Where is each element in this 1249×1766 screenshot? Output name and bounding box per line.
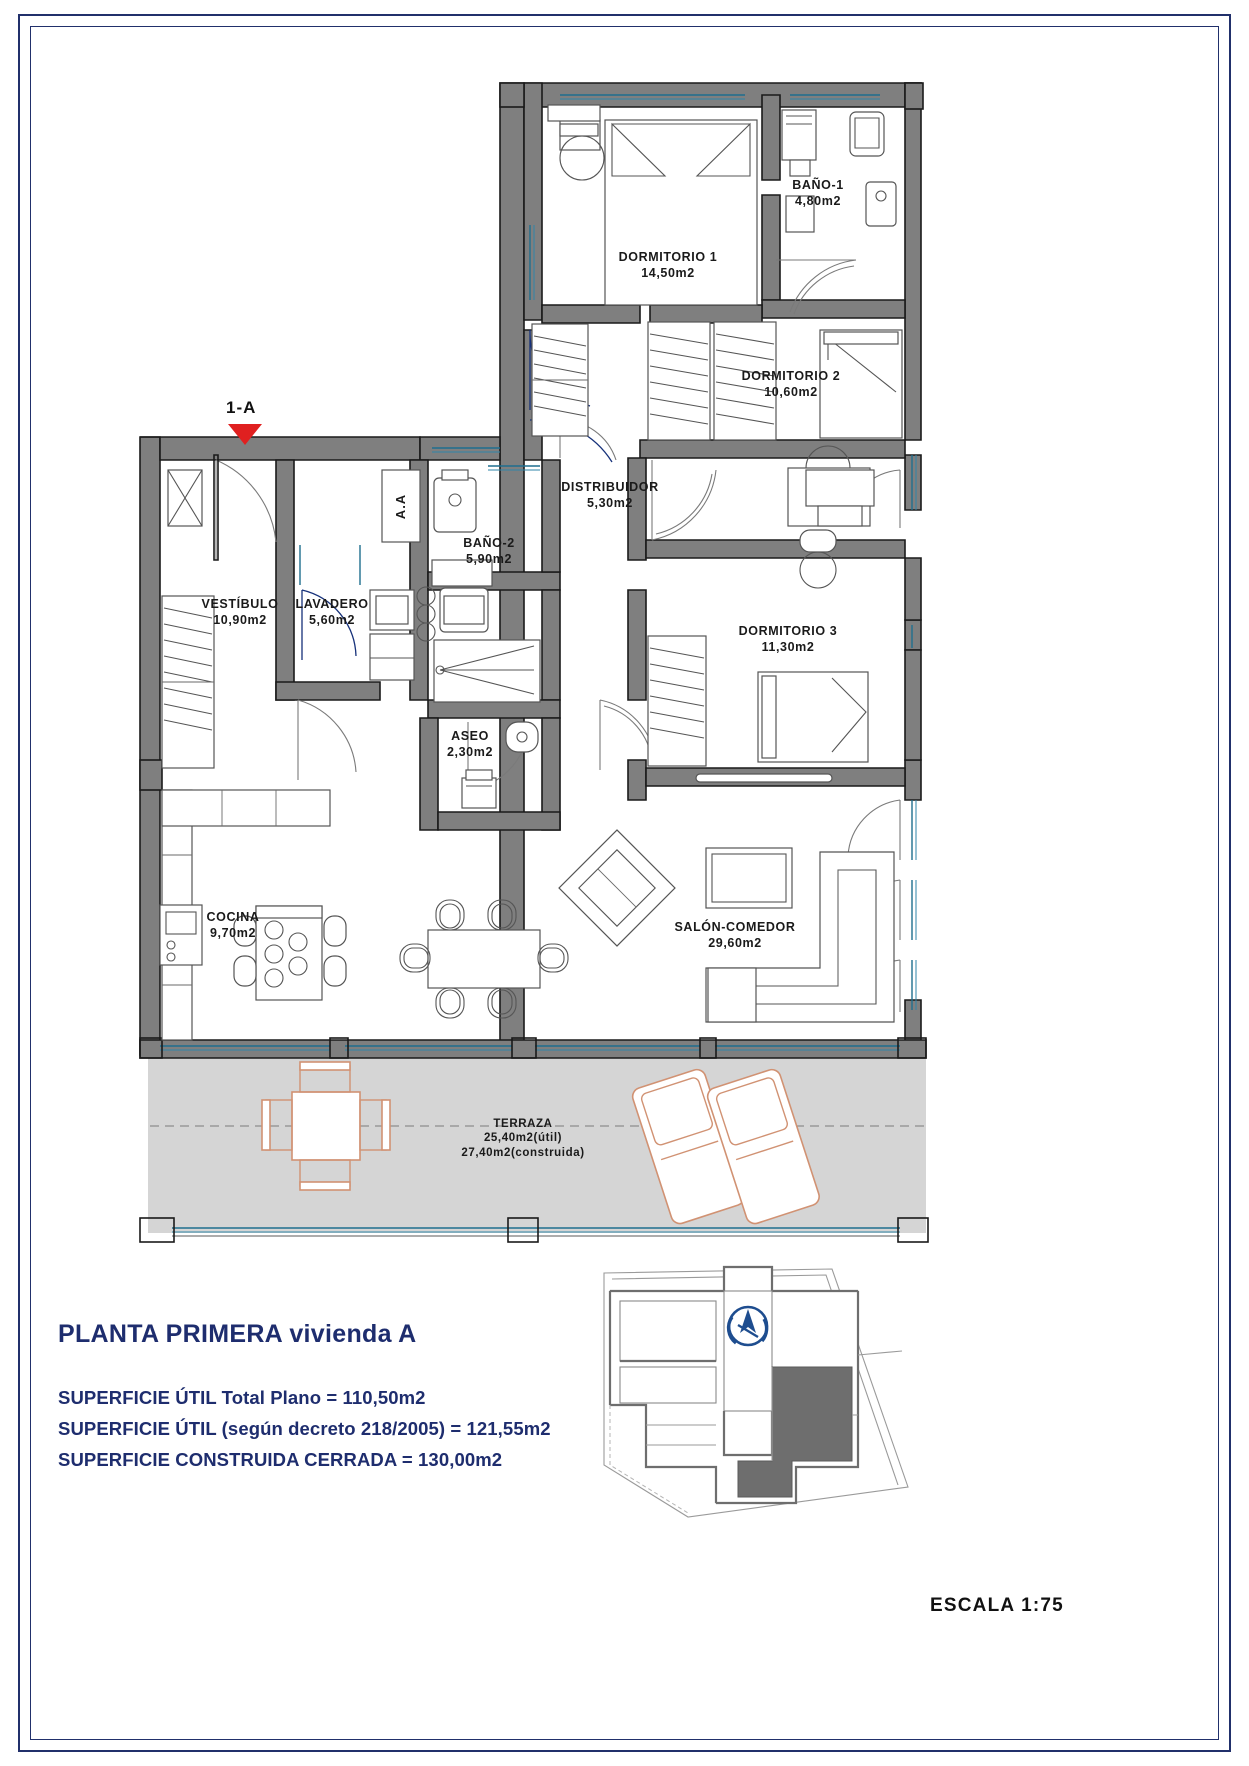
- section-marker-triangle-icon: [228, 424, 262, 445]
- hvac-closet-label: A.A: [388, 478, 414, 534]
- section-marker-label: 1-A: [226, 398, 257, 417]
- floor-plan-drawing: .w { fill:#7f7f7f; stroke:#1a1a1a; strok…: [139, 82, 929, 1243]
- key-plan-svg: .kl { fill:none; stroke:#9a9a9a; stroke-…: [603, 1265, 909, 1518]
- sheet-border-outer: [18, 14, 1231, 1752]
- hvac-label-text: A.A: [393, 493, 409, 519]
- sheet-border-inner: [30, 26, 1219, 1740]
- north-arrow-compass: [726, 1305, 769, 1347]
- title-block: PLANTA PRIMERA vivienda A SUPERFICIE ÚTI…: [58, 1320, 551, 1480]
- surface-construida-cerrada: SUPERFICIE CONSTRUIDA CERRADA = 130,00m2: [58, 1449, 503, 1470]
- surface-util-decreto: SUPERFICIE ÚTIL (según decreto 218/2005)…: [58, 1418, 551, 1439]
- page-title: PLANTA PRIMERA vivienda A: [58, 1320, 417, 1348]
- scale-label: ESCALA 1:75: [930, 1595, 1064, 1616]
- key-location-plan: .kl { fill:none; stroke:#9a9a9a; stroke-…: [596, 1255, 916, 1523]
- surface-util-total: SUPERFICIE ÚTIL Total Plano = 110,50m2: [58, 1387, 426, 1408]
- floor-plan-svg: .w { fill:#7f7f7f; stroke:#1a1a1a; strok…: [139, 82, 929, 1243]
